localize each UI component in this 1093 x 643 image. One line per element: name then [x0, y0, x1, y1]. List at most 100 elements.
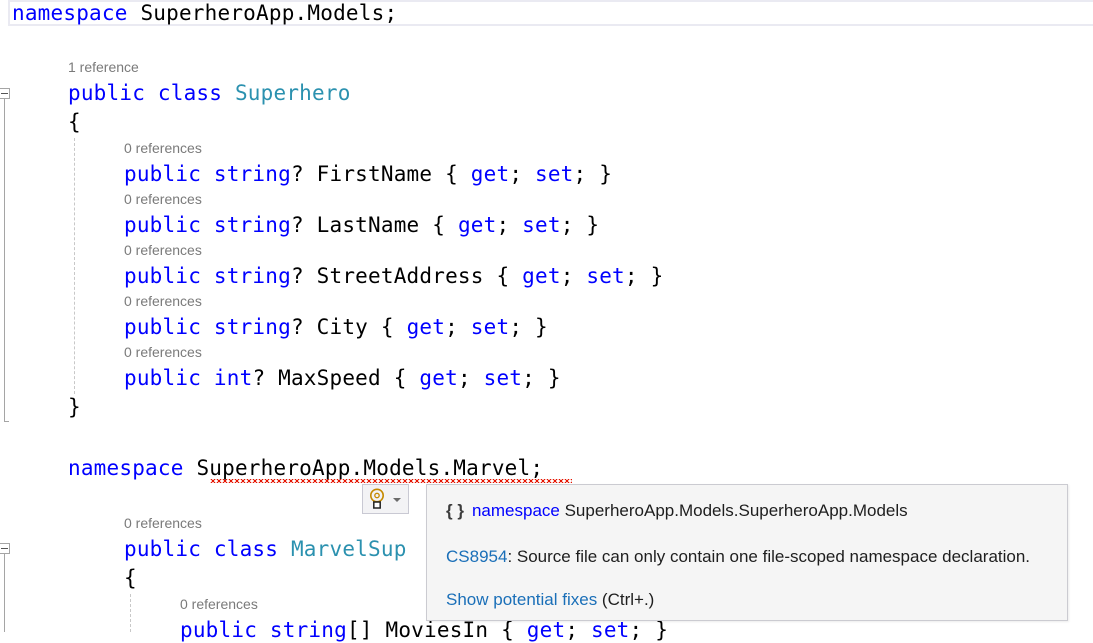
show-potential-fixes-link[interactable]: Show potential fixes	[446, 590, 598, 609]
public-keyword: public	[68, 81, 146, 105]
property-name: City	[316, 315, 369, 339]
brace: {	[496, 264, 510, 288]
current-line-box	[8, 0, 1093, 26]
error-squiggle[interactable]	[210, 479, 572, 483]
property-name: MaxSpeed	[278, 366, 381, 390]
class-declaration-line[interactable]: public class MarvelSup	[124, 536, 407, 562]
open-brace: {	[68, 110, 81, 134]
class-keyword: class	[157, 81, 223, 105]
code-lens-references[interactable]: 0 references	[124, 191, 202, 207]
quick-actions-lightbulb-button[interactable]	[362, 484, 409, 514]
error-quickinfo-tooltip: { } namespace SuperheroApp.Models.Superhe…	[426, 484, 1068, 621]
array-suffix: []	[346, 618, 373, 642]
class-name: MarvelSup	[290, 537, 407, 561]
open-brace: {	[124, 566, 137, 590]
property-name: FirstName	[316, 162, 433, 186]
public-keyword: public	[124, 315, 202, 339]
nullable-suffix: ?	[252, 366, 266, 390]
set-accessor: set	[591, 618, 630, 642]
nullable-suffix: ?	[290, 213, 304, 237]
symbol-kind: namespace	[471, 501, 560, 520]
brace: {	[445, 162, 458, 186]
symbol-name: SuperheroApp.Models.SuperheroApp.Models	[564, 501, 908, 520]
set-accessor: set	[522, 213, 561, 237]
get-accessor: get	[522, 264, 561, 288]
class-keyword: class	[213, 537, 279, 561]
nullable-suffix: ?	[290, 162, 304, 186]
error-message: : Source file can only contain one file-…	[507, 547, 1031, 566]
type-keyword: string	[213, 213, 291, 237]
set-accessor: set	[535, 162, 574, 186]
public-keyword: public	[180, 618, 258, 642]
close-brace: }	[68, 395, 81, 419]
set-accessor: set	[483, 366, 523, 390]
code-lens-references[interactable]: 1 reference	[68, 59, 139, 75]
get-accessor: get	[470, 162, 510, 186]
namespace-keyword: namespace	[68, 456, 184, 480]
public-keyword: public	[124, 537, 202, 561]
brace: }	[547, 366, 561, 390]
fold-region-line	[4, 99, 5, 421]
collapse-region-icon[interactable]	[0, 88, 10, 99]
nullable-suffix: ?	[290, 264, 304, 288]
indent-guide	[130, 594, 131, 632]
code-lens-references[interactable]: 0 references	[180, 596, 258, 612]
public-keyword: public	[124, 366, 202, 390]
nullable-suffix: ?	[290, 315, 304, 339]
namespace-icon: { }	[446, 501, 464, 520]
type-keyword: string	[269, 618, 347, 642]
set-accessor: set	[470, 315, 510, 339]
brace: {	[380, 315, 394, 339]
code-lens-references[interactable]: 0 references	[124, 515, 202, 531]
property-line[interactable]: public string? LastName { get; set; }	[124, 213, 600, 237]
get-accessor: get	[457, 213, 497, 237]
brace: }	[535, 315, 548, 339]
class-name: Superhero	[234, 81, 351, 105]
public-keyword: public	[124, 162, 202, 186]
indent-guide	[74, 138, 75, 394]
property-line[interactable]: public string? City { get; set; }	[124, 315, 548, 339]
brace: }	[650, 264, 664, 288]
type-keyword: string	[213, 162, 291, 186]
namespace-declaration-line[interactable]: namespace SuperheroApp.Models;	[12, 0, 397, 26]
code-lens-references[interactable]: 0 references	[124, 242, 202, 258]
property-line[interactable]: public int? MaxSpeed { get; set; }	[124, 366, 561, 390]
fixes-row: Show potential fixes (Ctrl+.)	[446, 590, 654, 610]
semicolon: ;	[384, 1, 398, 25]
brace: {	[432, 213, 446, 237]
property-name: LastName	[316, 213, 420, 237]
class-declaration-line[interactable]: public class Superhero	[68, 80, 351, 106]
code-lens-references[interactable]: 0 references	[124, 293, 202, 309]
namespace-name: SuperheroApp.Models.Marvel	[196, 456, 531, 480]
get-accessor: get	[406, 315, 446, 339]
type-keyword: string	[213, 315, 291, 339]
property-line[interactable]: public string? StreetAddress { get; set;…	[124, 264, 664, 288]
code-lens-references[interactable]: 0 references	[124, 344, 202, 360]
get-accessor: get	[526, 618, 566, 642]
fold-region-end	[4, 421, 9, 422]
lightbulb-icon	[370, 488, 384, 509]
semicolon: ;	[530, 456, 544, 480]
brace: }	[599, 162, 613, 186]
set-accessor: set	[586, 264, 625, 288]
symbol-info-row: { } namespace SuperheroApp.Models.Superhe…	[446, 501, 908, 521]
type-keyword: string	[213, 264, 291, 288]
collapse-region-icon[interactable]	[0, 543, 10, 554]
property-name: MoviesIn	[385, 618, 489, 642]
property-name: StreetAddress	[316, 264, 484, 288]
code-lens-references[interactable]: 0 references	[124, 140, 202, 156]
namespace-name: SuperheroApp.Models	[140, 1, 385, 25]
namespace-declaration-line-error[interactable]: namespace SuperheroApp.Models.Marvel;	[68, 455, 543, 481]
error-row: CS8954: Source file can only contain one…	[446, 547, 1030, 567]
error-code-link[interactable]: CS8954	[446, 547, 508, 566]
brace: }	[655, 618, 669, 642]
brace: }	[586, 213, 600, 237]
fold-region-line	[4, 554, 5, 632]
fix-shortcut: (Ctrl+.)	[597, 590, 655, 609]
brace: {	[393, 366, 407, 390]
caret-down-icon[interactable]	[393, 498, 401, 502]
get-accessor: get	[419, 366, 458, 390]
property-line[interactable]: public string? FirstName { get; set; }	[124, 162, 613, 186]
brace: {	[501, 618, 514, 642]
